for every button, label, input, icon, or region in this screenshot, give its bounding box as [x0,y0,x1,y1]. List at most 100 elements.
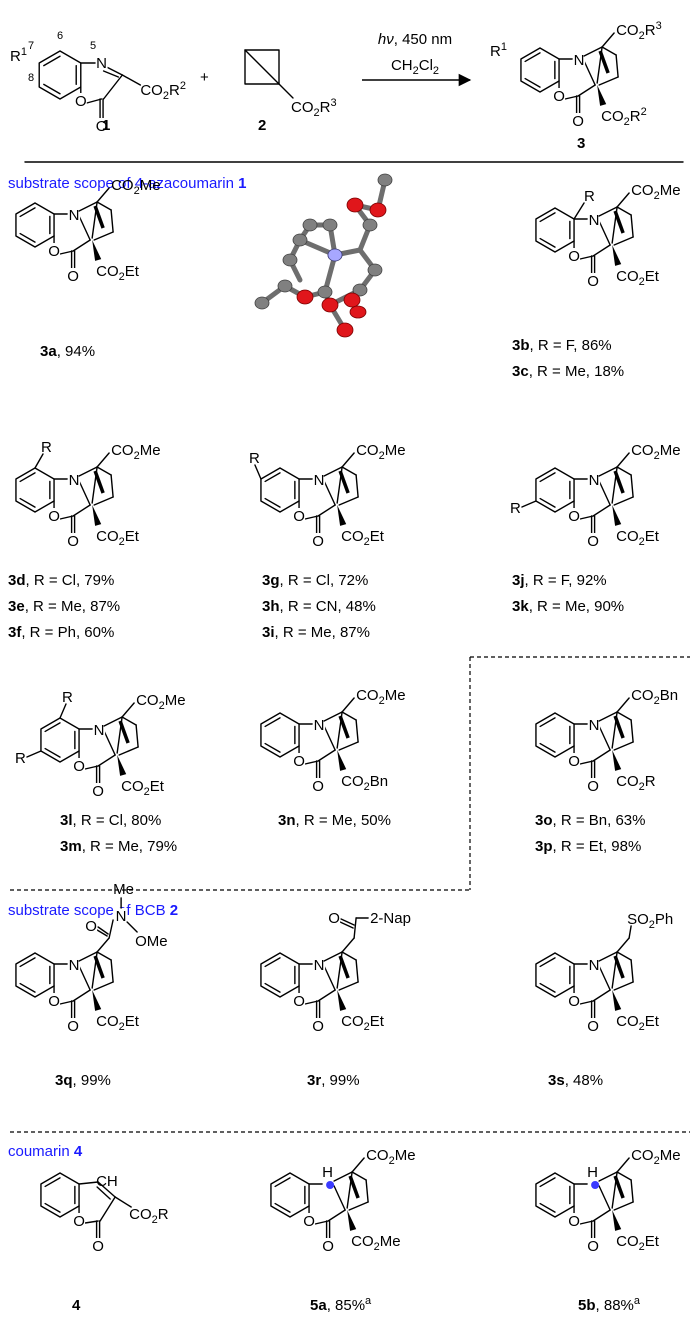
ring-oxygen: O [48,508,60,525]
bond [338,496,359,506]
bond [613,741,634,751]
top-substituent: CO2Me [366,1147,415,1167]
ortep-oxygen [369,202,387,218]
bond [613,981,634,991]
bond [96,937,110,953]
amide-oxygen: O [85,918,97,935]
benzene-ring [520,47,560,93]
bond [317,504,336,517]
r-group: R [41,439,52,456]
nitrogen: N [574,52,585,69]
bond [341,697,355,713]
benzene-ring [260,467,300,513]
bond [323,711,343,722]
bond [616,937,630,953]
aromatic-bond [539,982,556,993]
aromatic-bond [274,1202,291,1213]
nitrogen: N [69,207,80,224]
aromatic-bond [43,55,61,67]
top-substituent: CO2Me [356,687,405,707]
nitrogen: N [589,717,600,734]
bond [613,236,634,246]
methyl: Me [113,881,134,898]
ring-number: 6 [57,30,63,42]
benzene-ring [535,712,575,758]
bond [78,466,98,477]
bond [355,474,359,498]
ester-substituent: CO2Bn [341,773,388,793]
bridge-bond [93,470,105,494]
bond [323,951,343,962]
crystal-structure [254,173,393,338]
r1-label: R1 [490,41,507,60]
ortep-carbon [377,173,393,187]
aromatic-bond [539,742,556,753]
bond [135,724,139,748]
bond [126,921,138,933]
wedge-bond [337,750,347,771]
top-substituent: CO2Me [111,177,160,197]
atom-mask [588,957,601,972]
bond [601,46,617,56]
bond [592,244,611,257]
bond [351,1157,365,1173]
aromatic-bond [264,472,281,483]
r-bond [521,500,537,508]
bond [102,74,124,100]
atom-mask [328,910,341,925]
bridge-bond [348,1175,360,1199]
atom-mask [313,717,326,732]
bond [96,452,110,468]
caption-3l: 3l, R = Cl, 80% [60,812,161,829]
r-bond [573,202,585,220]
atom-mask [312,778,325,793]
atom-mask [588,717,601,732]
bond [333,1185,346,1211]
product-3: OON [520,32,619,130]
r-group: R [15,750,26,767]
caption-5a: 5a, 85%a [310,1295,372,1314]
ring-oxygen: O [48,993,60,1010]
bond [97,1181,116,1198]
wedge-bond [612,990,622,1011]
bond [616,452,630,468]
molecule-5a: OOH [270,1157,369,1255]
bond [615,54,619,78]
caption-5b: 5b, 88%a [578,1295,641,1314]
ortep-carbon [322,218,338,232]
ketone-oxygen: O [328,910,340,927]
ring-oxygen: O [568,508,580,525]
bond [341,466,357,476]
aromatic-bond [539,237,556,248]
ring-oxygen: O [568,993,580,1010]
ring-oxygen: O [293,508,305,525]
atom-mask [313,957,326,972]
aromatic-bond [19,472,36,483]
bond [598,711,618,722]
atom-mask [85,918,98,933]
atom-mask [312,533,325,548]
ester-substituent: CO2Et [96,263,140,283]
atom-mask [68,472,81,487]
bond [355,959,359,983]
bond [630,719,634,743]
top-substituent: CO2Me [111,442,160,462]
atom-mask [92,783,105,798]
carbonyl-oxygen: O [92,1238,104,1255]
bond [121,716,137,726]
wedge-bond [612,245,622,266]
molecule-3a: OON [15,187,114,285]
ortep-oxygen [336,322,354,338]
atom-mask [568,753,581,768]
ring-oxygen: O [48,243,60,260]
atom-mask [92,1238,105,1253]
aromatic-bond [44,1177,61,1188]
bond [628,925,632,939]
bridge-bond [93,955,105,979]
atom-mask [48,508,61,523]
carbonyl-oxygen: O [96,118,108,135]
caption-3g: 3g, R = Cl, 72% [262,572,368,589]
atom-mask [313,472,326,487]
wedge-bond [92,990,102,1011]
bond [278,83,294,99]
